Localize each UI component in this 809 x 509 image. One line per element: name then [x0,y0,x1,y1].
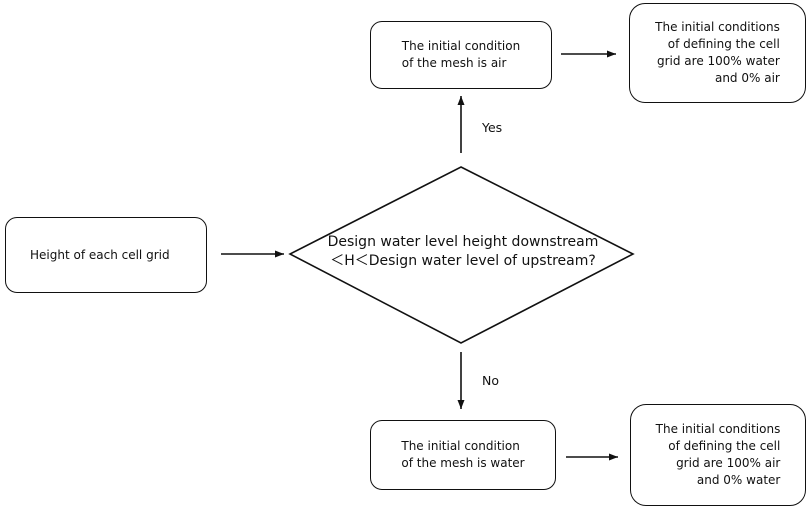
yes-result-line-2: of defining the cell [667,37,780,51]
no-step-line-2: of the mesh is water [401,456,525,470]
no-result-line-3: grid are 100% air [676,456,781,470]
no-edge-label: No [482,373,499,388]
no-result-line-4: and 0% water [696,473,781,487]
yes-result-line-1: The initial conditions [655,20,780,34]
no-step-text: The initial condition of the mesh is wat… [401,438,524,472]
yes-step-line-1: The initial condition [401,39,521,53]
no-result-line-1: The initial conditions [655,422,781,436]
decision-diamond [288,166,635,344]
yes-result-text: The initial conditions of defining the c… [655,19,780,87]
yes-edge-label: Yes [482,120,503,135]
no-result-box: The initial conditions of defining the c… [630,404,806,506]
no-result-text: The initial conditions of defining the c… [656,421,781,489]
decision-text-line-1: Design water level height downstream [327,234,599,250]
yes-step-line-2: of the mesh is air [401,56,507,70]
no-step-line-1: The initial condition [401,439,520,453]
no-result-line-2: of defining the cell [668,439,781,453]
yes-step-text: The initial condition of the mesh is air [402,38,520,72]
start-box: Height of each cell grid [5,217,207,293]
start-box-text: Height of each cell grid [30,247,170,262]
yes-result-box: The initial conditions of defining the c… [629,3,806,103]
yes-result-line-3: grid are 100% water [656,54,780,68]
decision-text-line-2: ＜H＜Design water level of upstream? [330,253,596,269]
decision-text: Design water level height downstream ＜H＜… [290,233,636,271]
yes-step-box: The initial condition of the mesh is air [370,21,552,89]
no-step-box: The initial condition of the mesh is wat… [370,420,556,490]
yes-result-line-4: and 0% air [714,71,780,85]
